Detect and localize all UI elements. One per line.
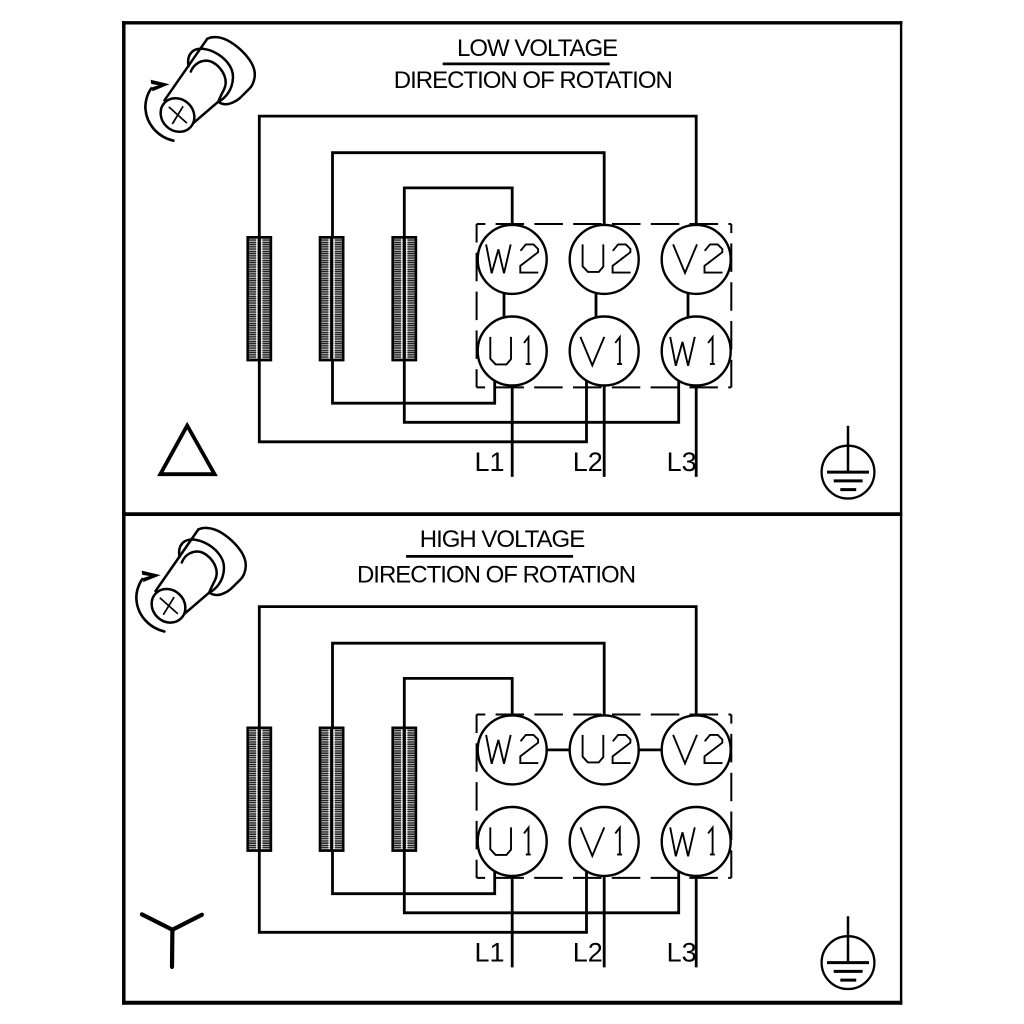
svg-text:L3: L3 xyxy=(667,447,697,477)
svg-text:L1: L1 xyxy=(474,938,504,968)
svg-text:HIGH VOLTAGE: HIGH VOLTAGE xyxy=(420,526,584,553)
svg-text:L3: L3 xyxy=(667,938,697,968)
svg-text:L2: L2 xyxy=(573,938,603,968)
svg-text:L1: L1 xyxy=(474,447,504,477)
svg-text:LOW VOLTAGE: LOW VOLTAGE xyxy=(457,35,617,62)
svg-text:DIRECTION OF ROTATION: DIRECTION OF ROTATION xyxy=(394,67,672,94)
svg-text:L2: L2 xyxy=(573,447,603,477)
svg-text:DIRECTION OF ROTATION: DIRECTION OF ROTATION xyxy=(357,561,635,588)
